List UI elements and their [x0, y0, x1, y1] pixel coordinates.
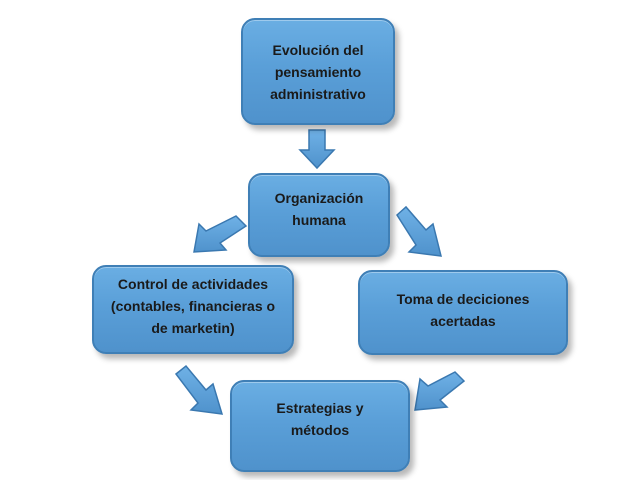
arrow-evolucion-to-organizacion [298, 129, 336, 170]
arrow-organizacion-to-toma [396, 205, 442, 257]
arrow-organizacion-to-control [193, 215, 248, 253]
node-evolucion-pensamiento-administrativo: Evolución del pensamiento administrativo [241, 18, 395, 125]
arrow-control-to-estrategias [174, 364, 224, 415]
node-estrategias-y-metodos: Estrategias y métodos [230, 380, 410, 472]
node-organizacion-humana: Organización humana [248, 173, 390, 257]
arrow-toma-to-estrategias [414, 371, 466, 411]
node-toma-de-deciciones: Toma de deciciones acertadas [358, 270, 568, 355]
node-control-de-actividades: Control de actividades (contables, finan… [92, 265, 294, 354]
